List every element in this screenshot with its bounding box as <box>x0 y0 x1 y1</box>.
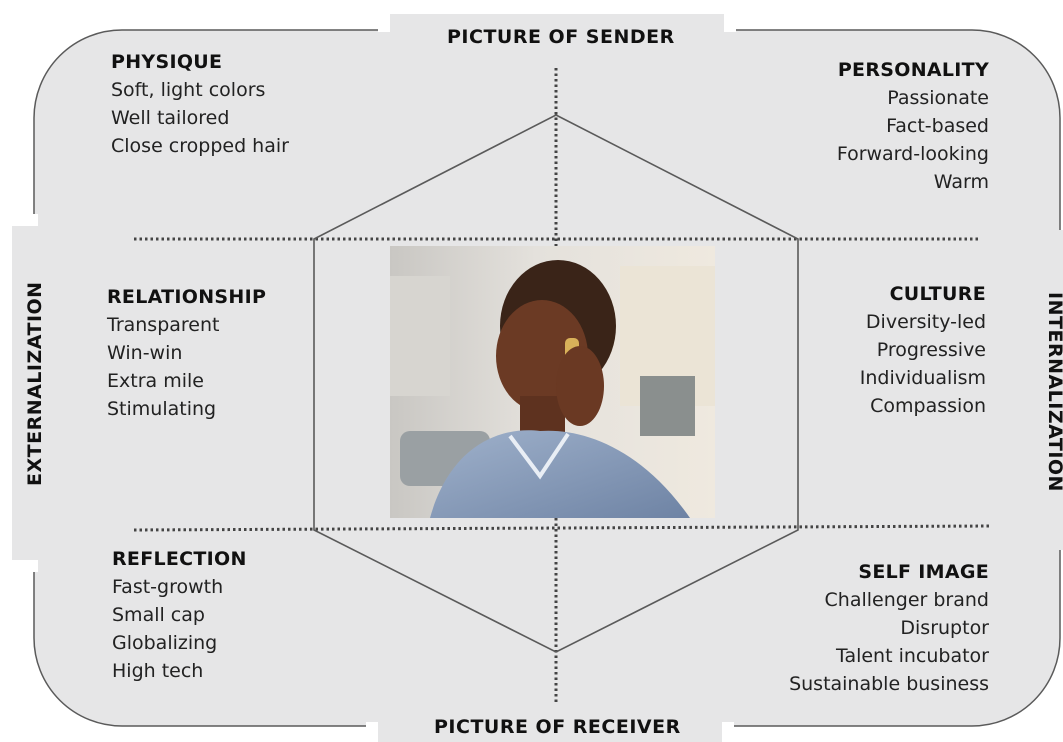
facet-culture: CULTURE Diversity-led Progressive Indivi… <box>726 280 986 420</box>
top-tab-gap-left <box>378 14 390 32</box>
facet-relationship: RELATIONSHIP Transparent Win-win Extra m… <box>107 283 266 423</box>
facet-item: Transparent <box>107 314 220 336</box>
facet-item: Progressive <box>876 339 986 361</box>
facet-item: Fact-based <box>886 115 989 137</box>
hexagon-outline <box>313 114 799 653</box>
facet-item: Disruptor <box>900 617 989 639</box>
facet-item: Small cap <box>112 604 205 626</box>
facet-heading: PERSONALITY <box>837 59 989 81</box>
facet-item: Sustainable business <box>789 673 989 695</box>
bottom-tab-gap-right <box>722 722 734 732</box>
facet-heading: REFLECTION <box>112 548 247 570</box>
facet-item: Win-win <box>107 342 183 364</box>
facet-item: Individualism <box>859 367 986 389</box>
facet-heading: PHYSIQUE <box>111 51 223 73</box>
left-tab-gap-bottom <box>12 560 38 572</box>
facet-item: Compassion <box>870 395 986 417</box>
left-tab <box>12 226 60 560</box>
facet-item: Warm <box>933 171 989 193</box>
facet-physique: PHYSIQUE Soft, light colors Well tailore… <box>111 48 289 160</box>
facet-heading: SELF IMAGE <box>858 561 989 583</box>
facet-item: Talent incubator <box>835 645 989 667</box>
left-tab-gap-top <box>12 214 38 226</box>
facet-heading: CULTURE <box>889 283 986 305</box>
facet-item: Passionate <box>887 87 989 109</box>
facet-item: Well tailored <box>111 107 230 129</box>
bottom-tab <box>378 700 722 742</box>
facet-item: Fast-growth <box>112 576 224 598</box>
facet-item: Stimulating <box>107 398 217 420</box>
facet-reflection: REFLECTION Fast-growth Small cap Globali… <box>112 545 247 685</box>
portrait-photo <box>390 246 715 518</box>
facet-heading: RELATIONSHIP <box>107 286 267 308</box>
right-label: INTERNALIZATION <box>1044 292 1063 492</box>
facet-item: Close cropped hair <box>111 135 289 157</box>
top-tab-gap-right <box>724 14 736 32</box>
facet-item: High tech <box>112 660 204 682</box>
facet-item: Globalizing <box>112 632 218 654</box>
facet-personality: PERSONALITY Passionate Fact-based Forwar… <box>689 56 989 196</box>
facet-item: Extra mile <box>107 370 204 392</box>
facet-item: Diversity-led <box>865 311 986 333</box>
top-tab <box>390 14 724 64</box>
right-tab <box>1036 230 1063 550</box>
facet-item: Forward-looking <box>836 143 989 165</box>
facet-item: Challenger brand <box>824 589 989 611</box>
facet-self-image: SELF IMAGE Challenger brand Disruptor Ta… <box>669 558 989 698</box>
bottom-tab-gap-left <box>366 722 378 732</box>
left-label: EXTERNALIZATION <box>24 281 46 486</box>
facet-item: Soft, light colors <box>111 79 266 101</box>
bottom-label: PICTURE OF RECEIVER <box>434 716 681 738</box>
top-label: PICTURE OF SENDER <box>447 26 675 48</box>
